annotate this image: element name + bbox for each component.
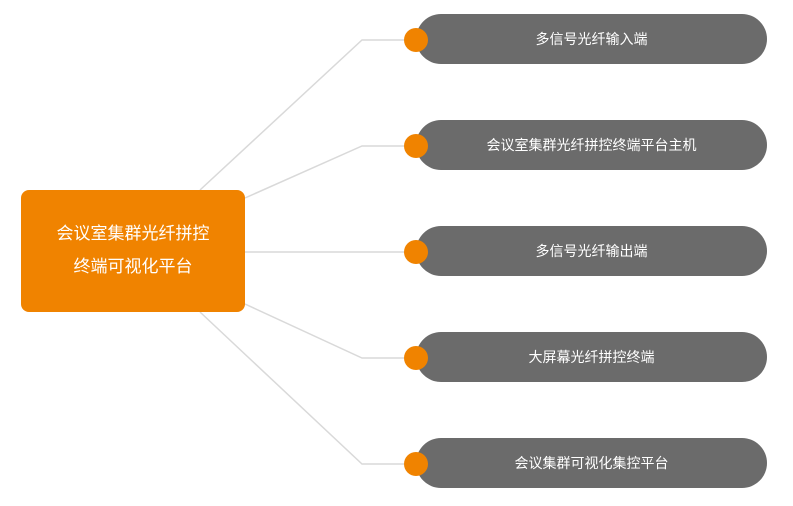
branch-connector-dot-2 — [404, 134, 428, 158]
branch-connector-dot-5 — [404, 452, 428, 476]
branch-node-1: 多信号光纤输入端 — [416, 14, 767, 64]
branch-node-label: 会议室集群光纤拼控终端平台主机 — [486, 138, 697, 154]
root-node-label-line-1: 会议室集群光纤拼控 — [56, 224, 210, 244]
branch-node-label: 会议集群可视化集控平台 — [514, 456, 669, 472]
branch-node-4: 大屏幕光纤拼控终端 — [416, 332, 767, 382]
branch-node-2: 会议室集群光纤拼控终端平台主机 — [416, 120, 767, 170]
branch-connector-dot-4 — [404, 346, 428, 370]
branch-node-label: 大屏幕光纤拼控终端 — [528, 350, 655, 366]
root-node-label-line-2: 终端可视化平台 — [73, 257, 193, 277]
branch-node-label: 多信号光纤输入端 — [535, 32, 648, 48]
connector-line-4 — [244, 303, 404, 359]
root-node: 会议室集群光纤拼控 终端可视化平台 — [21, 190, 245, 312]
branch-connector-dot-1 — [404, 28, 428, 52]
branch-connector-dot-3 — [404, 240, 428, 264]
branch-node-label: 多信号光纤输出端 — [535, 244, 648, 260]
branch-node-3: 多信号光纤输出端 — [416, 226, 767, 276]
connector-line-5 — [199, 311, 404, 465]
connector-line-2 — [244, 145, 404, 199]
connector-line-1 — [199, 39, 404, 191]
branch-node-5: 会议集群可视化集控平台 — [416, 438, 767, 488]
